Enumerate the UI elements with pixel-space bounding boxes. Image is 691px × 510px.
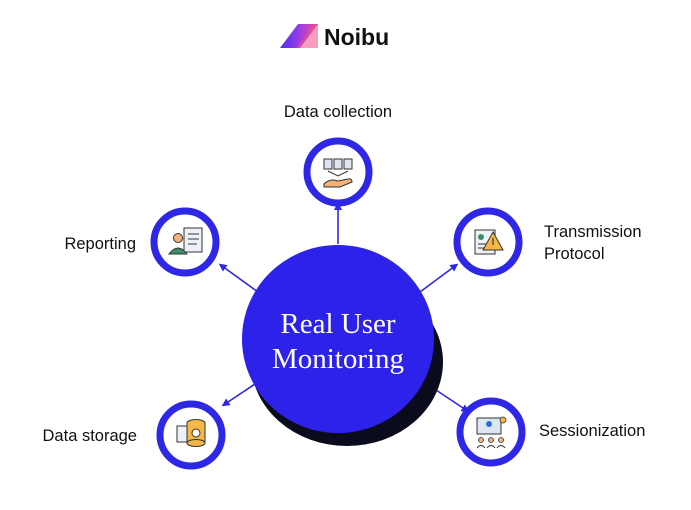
center-hub-circle	[242, 245, 434, 433]
node-ring	[303, 137, 373, 207]
node-sessionization: Sessionization	[456, 397, 645, 467]
node-data-storage: Data storage	[43, 400, 226, 470]
hand-data-icon	[323, 158, 353, 188]
node-data-collection: Data collection	[284, 103, 392, 207]
node-label: Reporting	[64, 235, 136, 253]
database-file-icon	[176, 419, 206, 447]
node-label-line1: Transmission	[544, 223, 642, 241]
node-transmission-protocol: Transmission Protocol	[453, 207, 642, 277]
center-title-line1: Real User	[280, 308, 395, 340]
node-label: Sessionization	[539, 422, 645, 440]
connector-reporting	[218, 263, 259, 293]
user-report-icon	[167, 227, 203, 255]
connector-data-storage	[221, 381, 259, 407]
document-warning-icon	[474, 229, 504, 255]
monitor-users-icon	[476, 416, 507, 449]
node-label-line2: Protocol	[544, 245, 605, 263]
node-label: Data storage	[43, 427, 137, 445]
noibu-logo-icon	[280, 24, 318, 48]
center-hub: Real User Monitoring	[242, 245, 443, 446]
noibu-logo-accent	[296, 24, 318, 48]
node-reporting: Reporting	[64, 207, 220, 277]
brand-header: Noibu	[280, 24, 389, 50]
brand-name: Noibu	[324, 24, 389, 50]
connector-transmission-protocol	[419, 263, 459, 293]
node-label: Data collection	[284, 103, 392, 121]
center-title-line2: Monitoring	[272, 343, 404, 375]
